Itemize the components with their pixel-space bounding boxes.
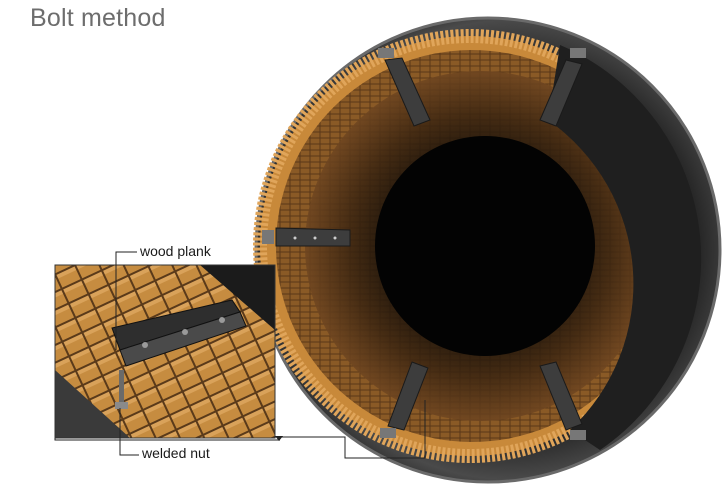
- shell-interior-shade: [548, 45, 702, 450]
- callout-leaders: [54, 251, 426, 459]
- welded-nut-label: welded nut: [142, 445, 210, 461]
- page-title: Bolt method: [30, 4, 166, 32]
- brick-lining: [253, 29, 687, 463]
- plank-bottom-right: [539, 361, 586, 440]
- wood-plank-label: wood plank: [140, 243, 211, 259]
- inset-detail: [54, 264, 276, 439]
- plank-bottom-left: [380, 361, 429, 438]
- plank-left: [262, 227, 351, 247]
- plank-top-right: [539, 48, 586, 127]
- plank-top-left: [378, 48, 431, 127]
